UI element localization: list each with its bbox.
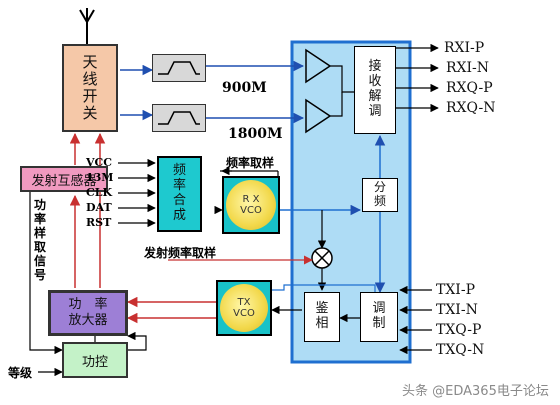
freq-sampling-label: 频率取样 — [226, 156, 275, 170]
power-sample-signal-label: 功 率 样 取 信 号 — [34, 198, 47, 282]
rx-output-rxq-n: RXQ-N — [446, 100, 496, 116]
tx-input-txi-n: TXI-N — [436, 302, 478, 318]
bandpass-icon — [158, 111, 200, 125]
synth-input-dat: DAT — [86, 201, 112, 214]
lna-900 — [305, 48, 332, 84]
antenna-switch-block: 天 线 开 关 — [62, 44, 118, 132]
divider-block: 分 频 — [362, 178, 398, 212]
level-label: 等级 — [8, 366, 33, 380]
saw-filter-900 — [152, 54, 206, 82]
rx-vco: R X VCO — [226, 180, 276, 230]
rx-output-rxi-p: RXI-P — [444, 40, 485, 56]
tx-coupler-block: 发射互感器 — [20, 166, 108, 192]
lna-1800 — [305, 98, 332, 134]
bandpass-icon — [158, 61, 200, 75]
freq-synth-block: 频 率 合 成 — [157, 156, 202, 232]
rx-output-rxq-p: RXQ-P — [446, 80, 493, 96]
antenna-icon — [79, 8, 95, 44]
rx-output-rxi-n: RXI-N — [446, 60, 490, 76]
power-ctrl-block: 功控 — [62, 342, 128, 378]
band-900-label: 900M — [222, 80, 267, 96]
synth-input-rst: RST — [86, 216, 112, 229]
phase-detector-block: 鉴 相 — [304, 292, 340, 342]
saw-filter-1800 — [152, 104, 206, 132]
tx-input-txi-p: TXI-P — [436, 282, 475, 298]
tx-input-txq-p: TXQ-P — [436, 322, 482, 338]
tx-input-txq-n: TXQ-N — [436, 342, 485, 358]
synth-input-13m: 13M — [86, 171, 114, 184]
synth-input-clk: CLK — [86, 186, 113, 199]
band-1800-label: 1800M — [228, 126, 283, 142]
power-amp-block: 功 率 放大器 — [48, 290, 128, 336]
tx-freq-sampling-label: 发射频率取样 — [144, 246, 217, 260]
modulator-block: 调 制 — [360, 292, 398, 342]
synth-input-vcc: VCC — [86, 156, 113, 169]
demodulator-block: 接 收 解 调 — [354, 46, 396, 134]
watermark: 头条 @EDA365电子论坛 — [402, 384, 549, 399]
tx-vco: TX VCO — [220, 284, 268, 332]
